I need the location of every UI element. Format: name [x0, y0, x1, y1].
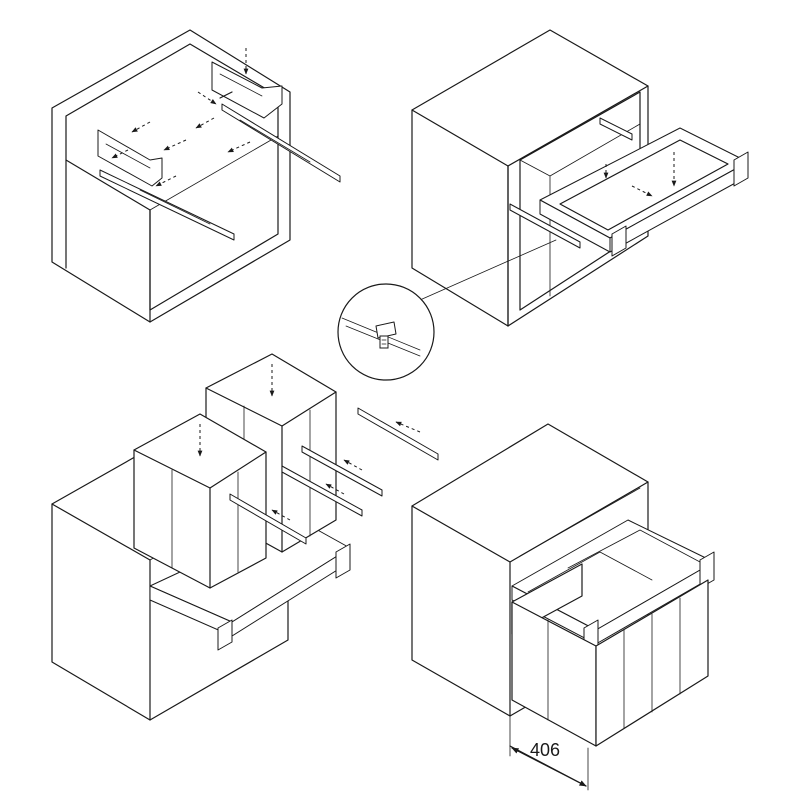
- loose-rods: [229, 407, 439, 545]
- step-2-install-frame: [411, 29, 749, 327]
- step-1-mount-rails: [51, 29, 341, 323]
- width-dimension: 406: [509, 715, 589, 791]
- drawer-rail-lower: [99, 169, 235, 241]
- rear-bracket-bottom: [97, 129, 163, 187]
- drawer-rail-upper: [219, 91, 341, 183]
- waste-bin-front: [133, 413, 267, 589]
- cabinet-step-2: [411, 29, 649, 327]
- pull-out-frame-step-3: [149, 517, 351, 651]
- detail-leader: [419, 239, 557, 301]
- install-arrows-step-1: [111, 48, 251, 187]
- stop-screw-detail: [375, 321, 397, 349]
- step-3-insert-bins: [51, 353, 439, 721]
- rear-bracket-top: [211, 61, 283, 119]
- detail-magnifier: [337, 283, 435, 381]
- side-rail-step-2: [509, 117, 633, 249]
- installed-bins: [511, 529, 709, 747]
- cabinet-step-1: [51, 29, 291, 323]
- dimension-label: 406: [530, 740, 560, 760]
- pull-out-frame: [539, 127, 749, 257]
- install-arrows-step-2: [603, 152, 677, 197]
- step-4-finished: 406: [411, 423, 715, 791]
